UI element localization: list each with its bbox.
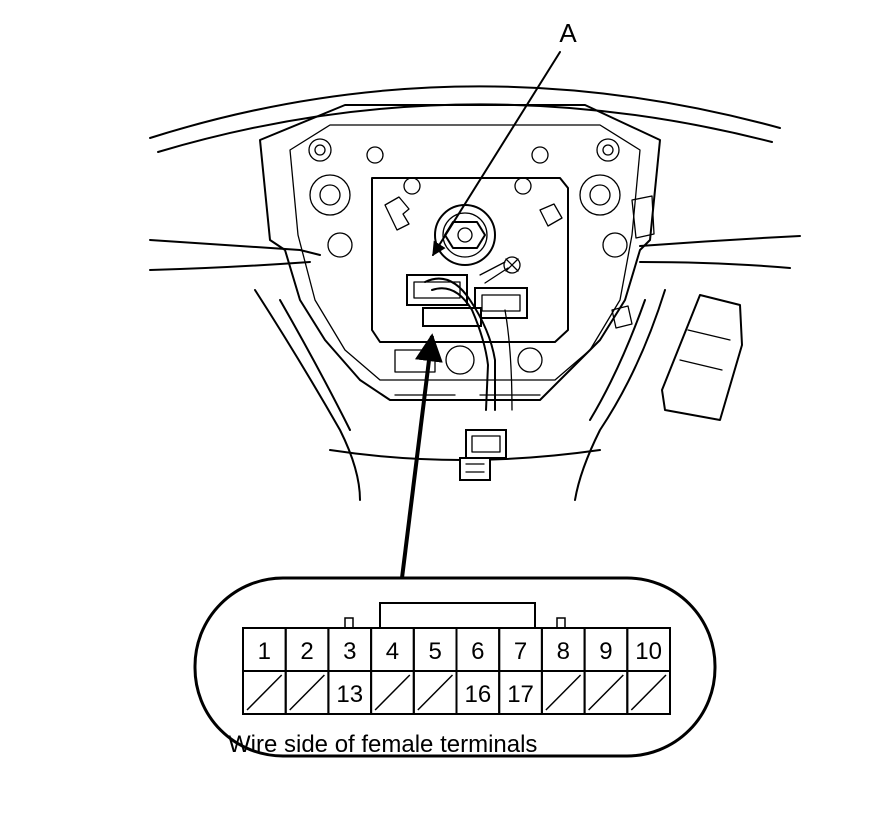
callout-letter-a: A [559,18,577,48]
terminal-number: 9 [599,638,612,665]
terminal-number: 10 [635,638,662,665]
terminal-number: 4 [386,638,399,665]
terminal-number: 13 [336,681,363,708]
callout-a-arrow [432,51,561,257]
terminal-cell [626,670,671,715]
unused-terminal-slash [545,674,582,711]
connector-leader-arrow [400,333,443,579]
terminal-number: 5 [428,638,441,665]
steering-wheel-drawing [149,85,801,501]
unused-terminal-slash [417,674,454,711]
terminal-number: 3 [343,638,356,665]
terminal-number: 7 [514,638,527,665]
unused-terminal-slash [588,674,624,711]
terminal-number: 16 [464,681,491,708]
terminal-number: 8 [557,638,570,665]
terminal-number: 1 [258,638,271,665]
terminal-number: 2 [300,638,313,665]
unused-terminal-slash [289,674,325,711]
unused-terminal-slash [246,674,283,711]
unused-terminal-slash [630,674,667,711]
unused-terminal-slash [374,674,411,711]
connector-face-view [193,576,717,758]
terminal-number: 17 [507,681,534,708]
terminal-number: 6 [471,638,484,665]
connector-caption: Wire side of female terminals [228,731,537,758]
